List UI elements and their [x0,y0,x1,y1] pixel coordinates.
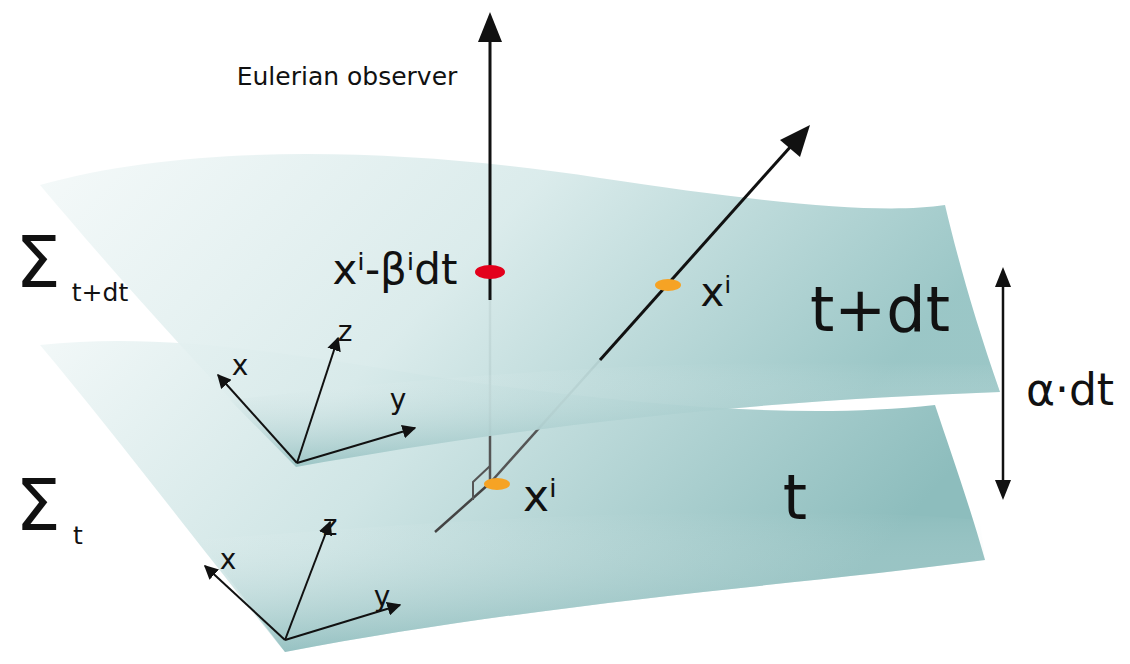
point-label: xⁱ [523,474,557,518]
axis-label: y [390,386,407,414]
surface-subscript: t+dt [72,280,128,305]
lapse-arrow [1002,285,1005,482]
arrowhead [995,267,1011,287]
arrowhead [780,125,810,157]
surface-symbol: Σ [15,226,61,298]
coordinate-line-tail [435,483,490,532]
arrowhead [478,12,502,42]
point [484,478,510,490]
axis-label: x [220,546,237,574]
lapse-label: α·dt [1026,368,1114,412]
upper-hypersurface-shade [230,362,1000,467]
lower-hypersurface-shade [200,512,985,652]
surface-subscript: t [73,523,83,548]
axis-label: z [323,512,338,540]
lower-axes [205,522,400,640]
axis-label: y [374,583,391,611]
time-label: t [783,467,807,529]
axis-label: z [338,318,353,346]
axis-label: x [232,352,249,380]
time-label: t+dt [810,279,950,341]
upper-axes [218,338,415,463]
point [655,279,681,291]
observer-worldline [489,40,492,300]
upper-hypersurface [40,154,1000,467]
surface-symbol: Σ [15,469,61,541]
point-label: xⁱ [701,272,732,312]
observer-label: Eulerian observer [237,64,458,89]
shifted-point [475,265,505,279]
coordinate-line [600,145,792,360]
shifted-point-label: xⁱ-βⁱdt [333,249,458,291]
arrowhead [995,480,1011,500]
